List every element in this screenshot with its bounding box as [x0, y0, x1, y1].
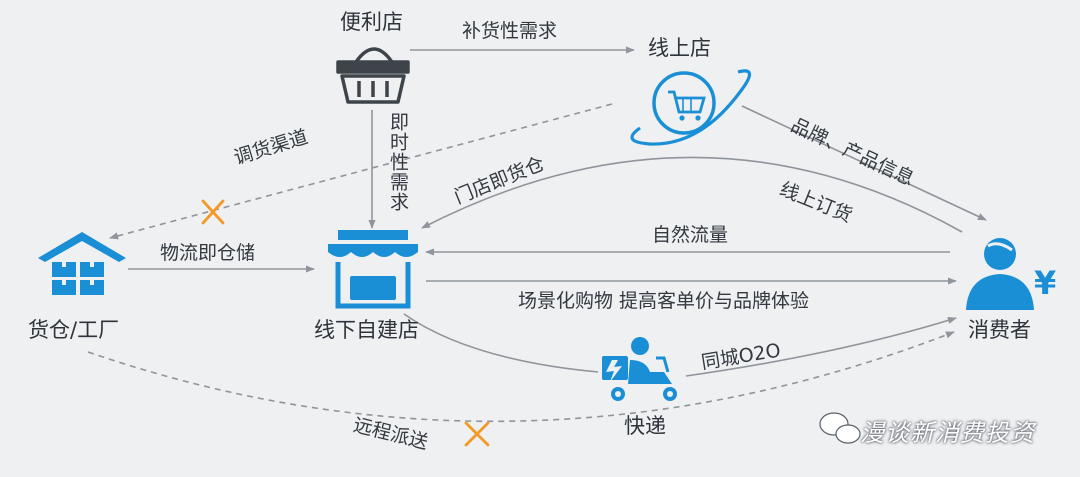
node-consumer: 消费者 [968, 318, 1031, 342]
node-warehouse: 货仓/工厂 [28, 318, 120, 342]
edge-transfer-channel [109, 103, 613, 240]
person-yen-icon: ¥ [966, 238, 1056, 310]
storefront-icon [328, 230, 418, 309]
basket-icon [336, 47, 410, 104]
watermark-text: 漫谈新消费投资 [860, 419, 1035, 447]
scooter-icon [602, 337, 677, 401]
svg-text:¥: ¥ [1034, 264, 1056, 302]
node-online-store: 线上店 [648, 36, 711, 60]
edge-same-city-o2o [685, 316, 957, 377]
cross-icon [464, 421, 490, 447]
node-courier: 快递 [624, 414, 666, 438]
label-scene-shopping: 场景化购物 提高客单价与品牌体验 [518, 290, 810, 312]
edge-brand-product-info [741, 105, 987, 221]
wechat-icon [819, 412, 861, 444]
label-natural-traffic: 自然流量 [652, 224, 729, 246]
edge-to-courier [403, 313, 599, 373]
cross-icon [201, 199, 225, 225]
node-offline-store: 线下自建店 [314, 318, 419, 342]
label-logistics-storage: 物流即仓储 [160, 242, 256, 264]
edge-remote-delivery [87, 331, 955, 423]
cart-globe-icon [630, 69, 752, 146]
label-replenish-demand: 补货性需求 [462, 20, 558, 42]
edge-store-as-warehouse [421, 156, 963, 233]
warehouse-icon [38, 232, 126, 295]
label-instant-demand: 即时性需求 [387, 112, 409, 212]
node-convenience-store: 便利店 [340, 10, 403, 34]
